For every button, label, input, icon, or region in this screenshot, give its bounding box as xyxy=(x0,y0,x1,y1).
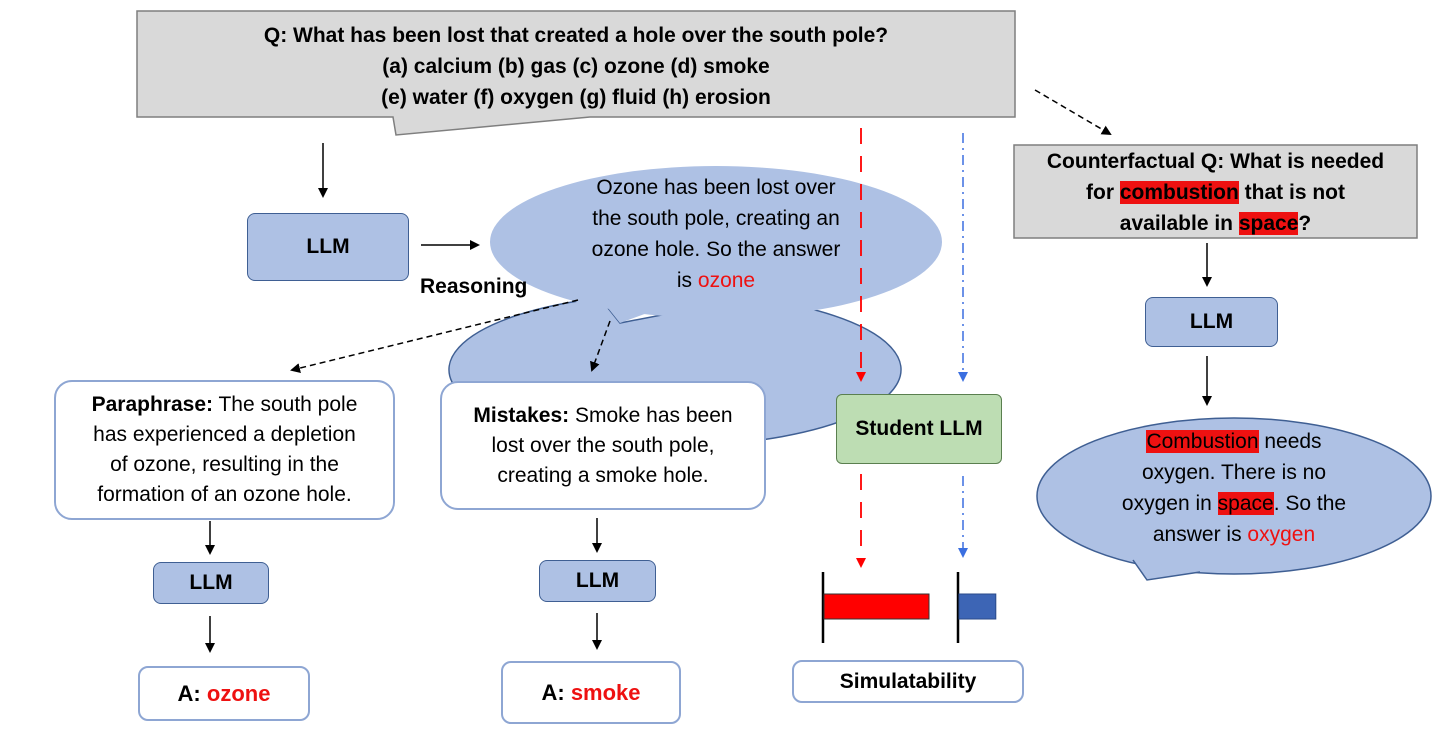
question-line-3: (e) water (f) oxygen (g) fluid (h) erosi… xyxy=(381,86,771,109)
arrow-reasoning-to-mistakes xyxy=(590,320,611,372)
answer-smoke: smoke xyxy=(570,679,641,705)
paraphrase-label: Paraphrase: xyxy=(91,393,213,416)
arrow-question-to-counterfactual xyxy=(1034,89,1112,136)
highlight-combustion-answer: Combustion xyxy=(1146,430,1259,453)
mistakes-box: Mistakes: Smoke has been lost over the s… xyxy=(440,381,766,510)
simulatability-box: Simulatability xyxy=(792,660,1024,703)
llm-counterfactual-box: LLM xyxy=(1145,297,1278,347)
highlight-space: space xyxy=(1238,212,1299,235)
counterfactual-answer: oxygen xyxy=(1247,523,1316,546)
question-callout-shape xyxy=(136,10,1016,136)
highlight-space-answer: space xyxy=(1217,492,1274,515)
llm-paraphrase-box: LLM xyxy=(153,562,269,604)
question-line-1: Q: What has been lost that created a hol… xyxy=(263,24,889,47)
question-line-2: (a) calcium (b) gas (c) ozone (d) smoke xyxy=(382,55,770,78)
paraphrase-box: Paraphrase: The south pole has experienc… xyxy=(54,380,395,520)
sim-bar-blue xyxy=(958,593,997,620)
arrow-reasoning-to-paraphrase xyxy=(290,299,579,373)
student-llm-box: Student LLM xyxy=(836,394,1002,464)
reasoning-label: Reasoning xyxy=(420,275,528,298)
question-text: Q: What has been lost that created a hol… xyxy=(137,20,1015,113)
counterfactual-question-text: Counterfactual Q: What is needed for com… xyxy=(1046,150,1385,235)
llm-mistakes-box: LLM xyxy=(539,560,656,602)
answer-ozone-box: A: ozone xyxy=(138,666,310,721)
reasoning-bubble-text: Ozone has been lost over the south pole,… xyxy=(591,176,841,292)
llm-main-box: LLM xyxy=(247,213,409,281)
highlight-combustion: combustion xyxy=(1119,181,1239,204)
counterfactual-bubble-text: Combustion needs oxygen. There is no oxy… xyxy=(1121,430,1347,546)
mistakes-label: Mistakes: xyxy=(473,403,570,427)
answer-smoke-box: A: smoke xyxy=(501,661,681,724)
sim-bar-red xyxy=(823,593,930,620)
reasoning-answer: ozone xyxy=(697,269,756,292)
answer-ozone: ozone xyxy=(206,680,271,706)
